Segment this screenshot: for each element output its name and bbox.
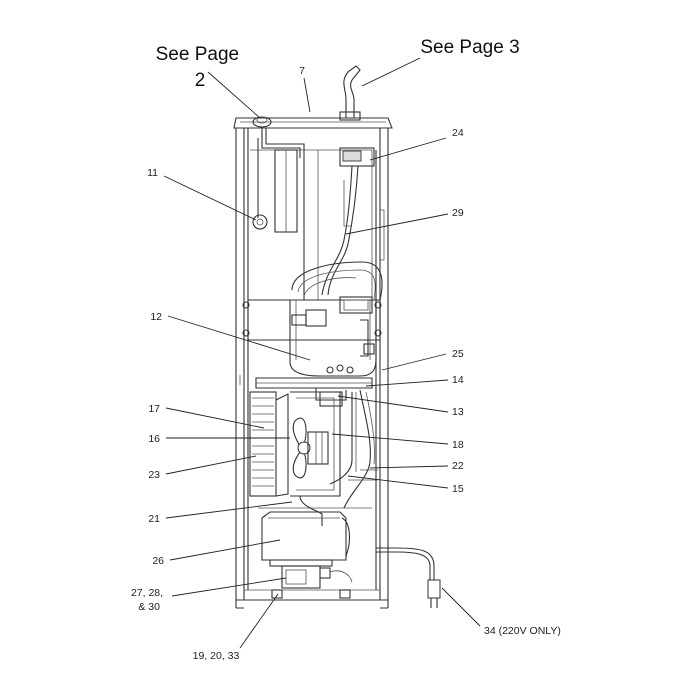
callout-21: 21 (148, 513, 160, 525)
callout-11: 11 (147, 167, 158, 179)
see-page-2-reference[interactable]: See Page 2 (156, 44, 245, 91)
fan-blade (292, 417, 311, 479)
callout-23: 23 (148, 469, 160, 481)
compressor (261, 511, 351, 567)
see-page-2-line-1: See Page (156, 44, 239, 65)
callout-25: 25 (452, 348, 464, 360)
callout-15: 15 (452, 483, 464, 495)
callout-27-28-line-1: 27, 28, (131, 587, 163, 599)
regulator-assembly (252, 128, 305, 300)
callout-29: 29 (452, 207, 464, 219)
callout-22: 22 (452, 460, 464, 472)
callout-27-28-30: 27, 28, & 30 (131, 587, 166, 613)
fan-motor (307, 431, 329, 465)
callout-18: 18 (452, 439, 464, 451)
condenser (249, 391, 289, 497)
start-components (281, 565, 353, 589)
control-box (339, 147, 375, 167)
cooling-tank (289, 261, 383, 377)
page-references: See Page 2 See Page 3 (156, 37, 520, 91)
see-page-2-line-2: 2 (195, 70, 206, 91)
tray-fittings (315, 364, 354, 407)
callout-13: 13 (452, 406, 464, 418)
bubbler-fittings (252, 65, 361, 128)
callout-12: 12 (150, 311, 162, 323)
callout-26: 26 (152, 555, 164, 567)
power-cord (376, 547, 441, 608)
fan-shroud (290, 391, 341, 497)
callout-14: 14 (452, 374, 464, 386)
callout-16: 16 (148, 433, 160, 445)
callout-7: 7 (299, 65, 305, 77)
callout-24: 24 (452, 127, 464, 139)
callout-17: 17 (148, 403, 160, 415)
feet (271, 589, 351, 599)
cabinet-frame (233, 117, 393, 609)
tubing (321, 165, 359, 296)
callout-labels: 7 24 11 29 12 25 14 17 13 16 18 22 23 15… (131, 65, 561, 662)
callout-19-20-33: 19, 20, 33 (193, 650, 240, 662)
callout-34-220v-only: 34 (220V ONLY) (484, 625, 561, 637)
callout-27-28-line-2: & 30 (138, 601, 160, 613)
leader-lines (163, 57, 481, 649)
refrigerant-lines (299, 389, 378, 526)
see-page-3-reference[interactable]: See Page 3 (420, 37, 519, 58)
